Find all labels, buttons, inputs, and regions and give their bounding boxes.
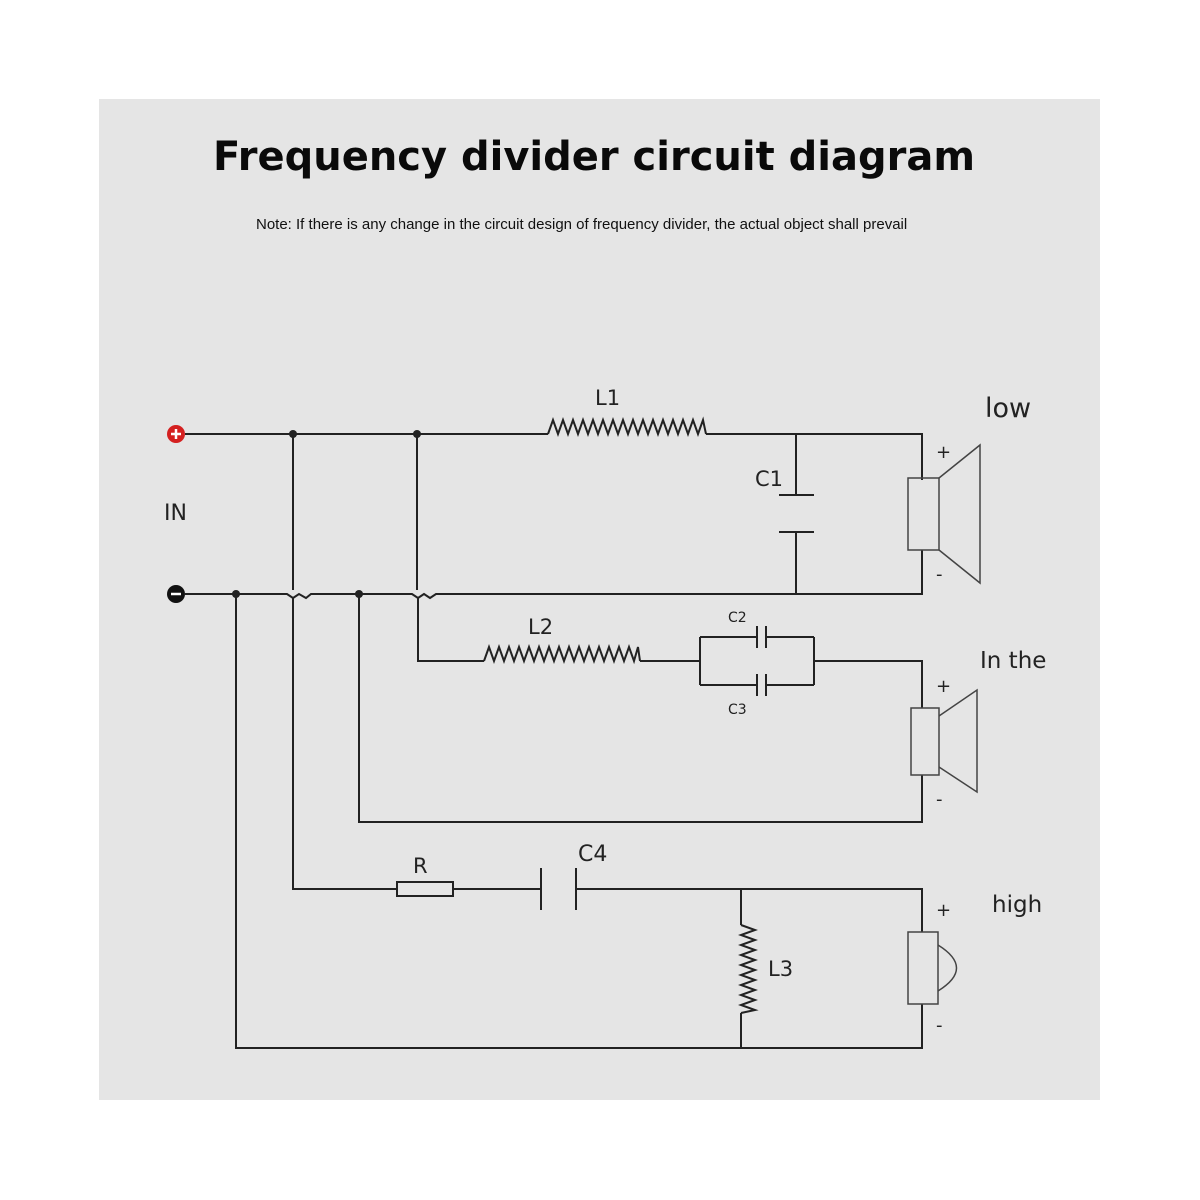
diagram-note: Note: If there is any change in the circ… — [256, 216, 908, 233]
low-minus-label: - — [936, 564, 943, 585]
r-label: R — [413, 854, 428, 878]
low-plus-label: + — [936, 442, 951, 463]
low-speaker-label: low — [985, 393, 1031, 424]
positive-input-terminal — [167, 425, 185, 443]
l3-label: L3 — [768, 957, 793, 981]
low-speaker-icon — [907, 443, 981, 585]
inductor-l1 — [547, 416, 707, 437]
l1-label: L1 — [595, 386, 620, 410]
capacitor-c1 — [779, 494, 814, 533]
l2-label: L2 — [528, 615, 553, 639]
resistor-r — [396, 881, 454, 897]
mid-speaker-label: In the — [980, 648, 1046, 674]
high-speaker-label: high — [992, 892, 1042, 918]
capacitor-c3 — [756, 674, 767, 696]
low-branch-wiring — [185, 433, 923, 600]
mid-branch-wiring — [358, 434, 923, 823]
c3-label: C3 — [728, 702, 747, 718]
diagram-panel — [99, 99, 1100, 1100]
high-minus-label: - — [936, 1015, 943, 1036]
inductor-l2 — [483, 644, 641, 665]
input-label: IN — [164, 501, 187, 526]
junction-dots — [232, 430, 421, 598]
mid-plus-label: + — [936, 676, 951, 697]
high-branch-wiring — [235, 434, 923, 1049]
diagram-title: Frequency divider circuit diagram — [212, 134, 976, 180]
mid-speaker-icon — [910, 688, 978, 794]
high-plus-label: + — [936, 900, 951, 921]
c4-label: C4 — [578, 842, 607, 867]
c1-label: C1 — [755, 467, 783, 491]
negative-input-terminal — [167, 585, 185, 603]
capacitor-c4 — [540, 868, 577, 910]
inductor-l3 — [738, 924, 759, 1014]
high-speaker-icon — [907, 931, 958, 1005]
capacitor-c2 — [756, 626, 767, 648]
c2-label: C2 — [728, 610, 747, 626]
mid-minus-label: - — [936, 789, 943, 810]
